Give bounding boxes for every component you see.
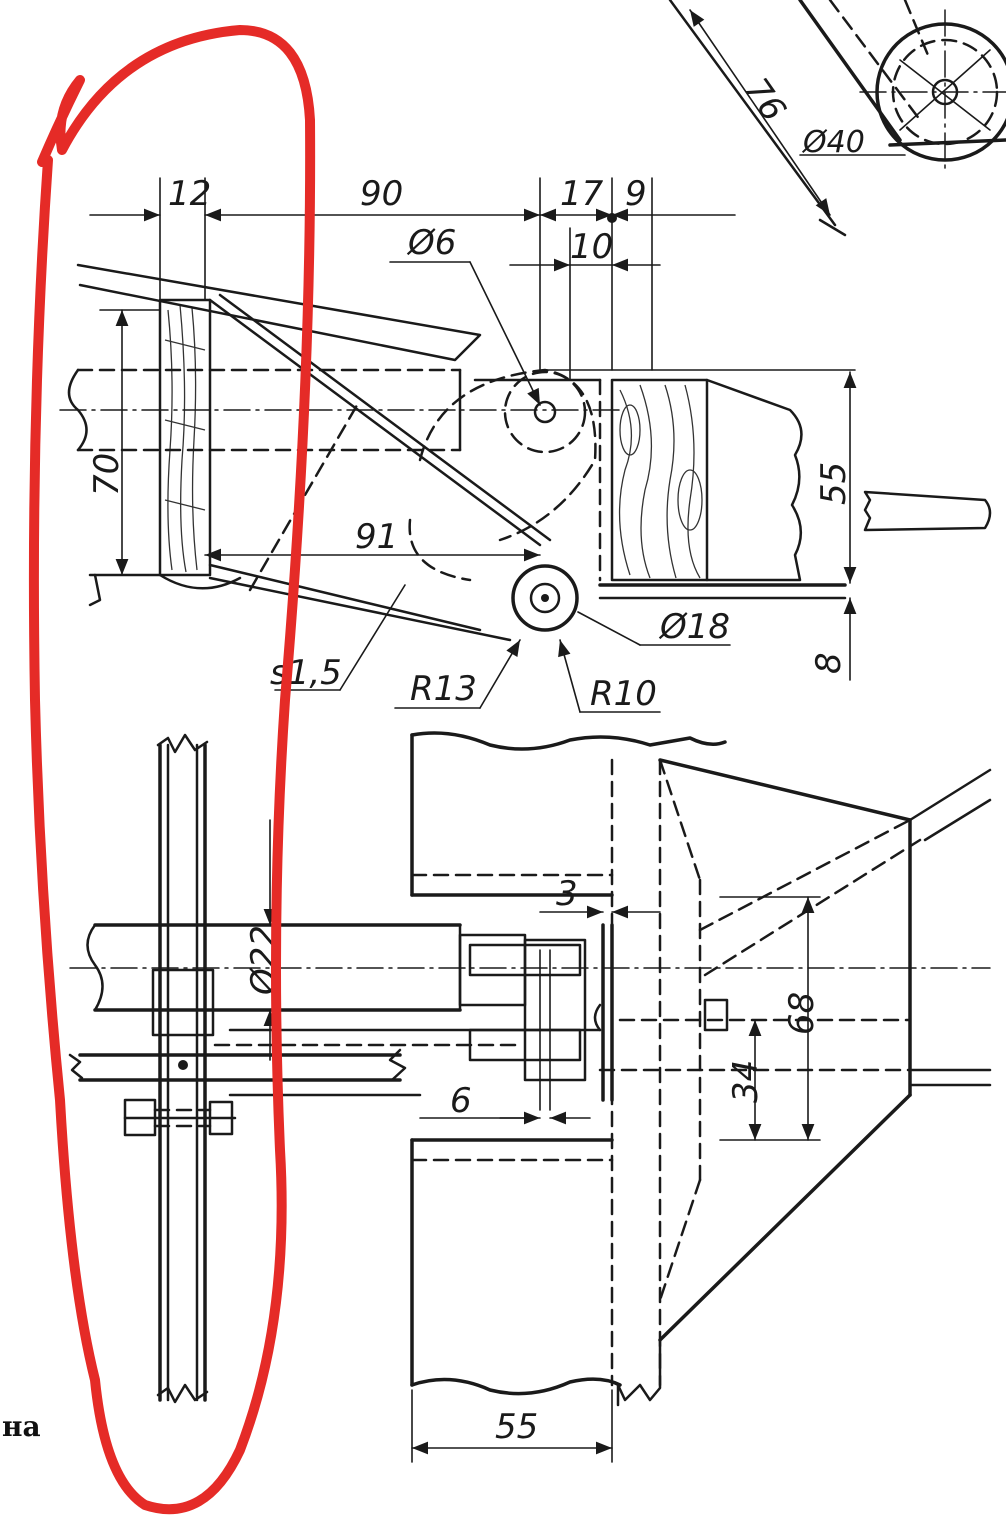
red-freehand-outline — [28, 25, 316, 1515]
margin-text-fragment: на — [2, 1410, 41, 1443]
dim-55-bottom-label: 55 — [495, 1407, 538, 1447]
dim-12-label: 12 — [168, 174, 211, 214]
dim-17-label: 17 — [560, 174, 604, 214]
dim-r13-label: R13 — [410, 669, 477, 709]
dim-6-label: 6 — [450, 1081, 472, 1121]
dim-70-label: 70 — [87, 453, 127, 496]
dim-34-label: 34 — [726, 1060, 766, 1103]
dim-9-label: 9 — [625, 174, 647, 214]
dim-s15-label: s1,5 — [270, 653, 342, 693]
dim-91-label: 91 — [355, 517, 398, 557]
dim-dia18-label: Ø18 — [658, 607, 730, 647]
dim-55-right-label: 55 — [814, 462, 854, 505]
top-view: 12 90 17 9 10 Ø6 70 — [59, 174, 992, 714]
dimension-dot — [607, 213, 617, 223]
dim-76-label: 76 — [736, 71, 794, 129]
dim-10-label: 10 — [570, 227, 613, 267]
dim-68-label: 68 — [782, 992, 822, 1035]
lower-view: Ø22 3 6 — [68, 731, 992, 1463]
dim-8-label: 8 — [809, 652, 849, 674]
corner-detail: 76 Ø40 — [668, 0, 1006, 237]
dim-dia6-label: Ø6 — [406, 223, 456, 263]
dim-r10-label: R10 — [590, 674, 657, 714]
dim-90-label: 90 — [360, 174, 403, 214]
dim-dia40-label: Ø40 — [801, 125, 865, 160]
